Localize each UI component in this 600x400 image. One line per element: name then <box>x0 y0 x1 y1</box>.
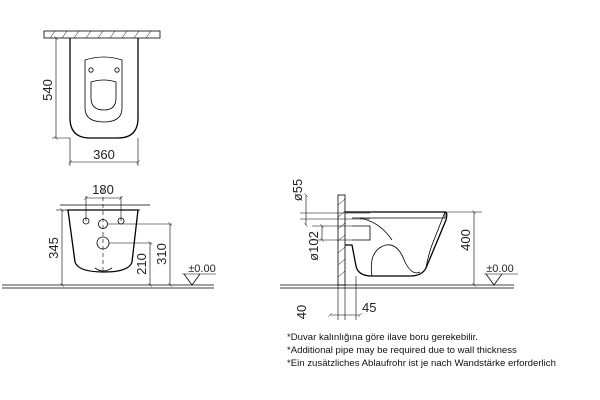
installation-notes: *Duvar kalınlığına göre ilave boru gerek… <box>287 331 599 371</box>
dimension-wall-thickness: 40 <box>294 305 309 319</box>
note-english: *Additional pipe may be required due to … <box>287 345 517 357</box>
top-view-seat <box>84 56 123 123</box>
dimension-width: 360 <box>93 147 115 162</box>
side-view-bowl-outline <box>345 211 448 277</box>
seat-hinge-right <box>114 67 120 73</box>
top-view-opening <box>90 79 117 111</box>
side-view: ø55 ø102 400 ±0.00 40 45 <box>280 179 518 320</box>
dimension-depth: 540 <box>40 79 55 101</box>
side-view-siphon <box>370 244 421 277</box>
seat-hinge-left <box>88 67 94 73</box>
side-floor-level-label: ±0.00 <box>486 263 513 275</box>
note-german: *Ein zusätzliches Ablaufrohr ist je nach… <box>287 358 556 370</box>
top-view: 540 360 <box>40 30 161 166</box>
dimension-outlet-offset: 45 <box>362 300 376 315</box>
side-view-outlet <box>352 225 371 241</box>
front-view-bowl-outline <box>67 209 139 273</box>
top-view-wall <box>43 30 161 39</box>
front-view: 180 345 210 310 ±0.00 <box>2 182 216 289</box>
dimension-inlet-height: 310 <box>154 243 169 265</box>
dimension-side-height: 400 <box>458 229 473 251</box>
note-turkish: *Duvar kalınlığına göre ilave boru gerek… <box>287 332 478 343</box>
dimension-outlet-diameter: ø102 <box>306 231 321 261</box>
dimension-rim-height: 345 <box>46 237 61 259</box>
front-floor-level-label: ±0.00 <box>188 263 215 275</box>
dimension-inlet-spacing: 180 <box>92 182 114 197</box>
dimension-outlet-height: 210 <box>134 253 149 275</box>
top-view-bowl-outline <box>69 38 139 139</box>
dimension-inlet-diameter: ø55 <box>290 179 305 201</box>
